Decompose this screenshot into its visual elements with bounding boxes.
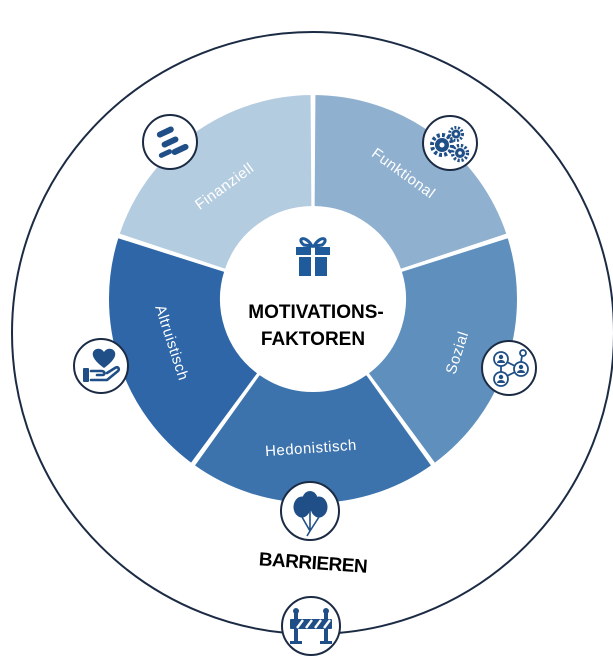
roadblock-icon <box>281 596 341 656</box>
barrier-label: BARRIEREN <box>258 549 368 578</box>
segment-label-hedonistisch: Hedonistisch <box>265 437 358 460</box>
center-title-line1: MOTIVATIONS- <box>248 302 383 323</box>
center-disc <box>221 207 405 391</box>
gears-icon <box>422 115 478 171</box>
coins-icon <box>142 114 198 170</box>
heart-hand-icon <box>73 338 129 394</box>
balloons-icon <box>280 481 340 541</box>
network-icon <box>481 340 537 396</box>
segment-ring <box>107 92 519 505</box>
center-title-line2: FAKTOREN <box>261 329 365 350</box>
gift-icon <box>296 237 330 276</box>
